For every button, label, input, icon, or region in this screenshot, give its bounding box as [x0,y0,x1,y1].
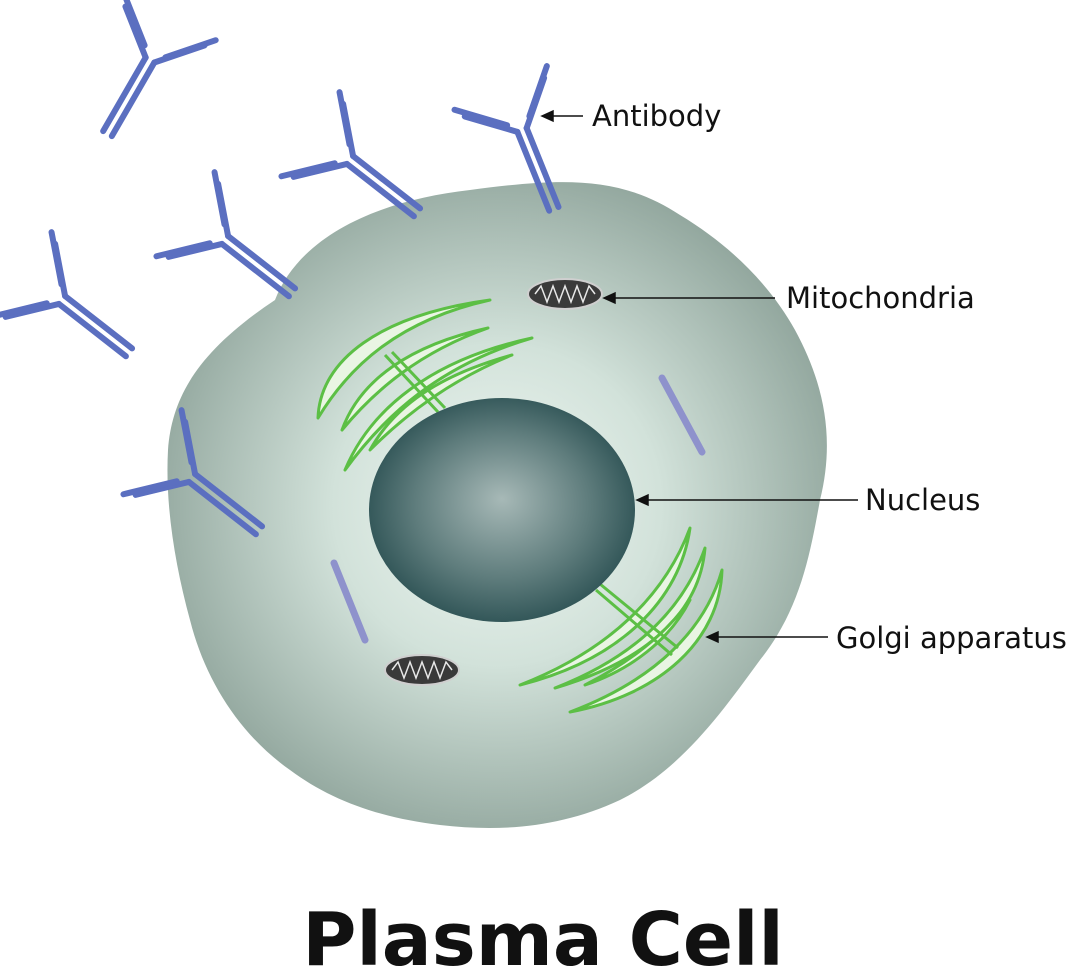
diagram-title: Plasma Cell [302,897,784,980]
er-rod [330,559,369,644]
label-antibody: Antibody [592,99,721,133]
label-nucleus: Nucleus [865,483,980,517]
nucleus [369,398,635,622]
mitochondrion [384,654,460,686]
label-mitochondria: Mitochondria [786,281,975,315]
mitochondrion [527,278,603,310]
label-golgi-apparatus: Golgi apparatus [836,621,1067,655]
antibody-icon [60,0,216,157]
antibody-icon [0,232,158,395]
er-rod [658,374,706,456]
golgi-apparatus-lower [518,526,724,714]
golgi-apparatus-upper [316,298,534,472]
